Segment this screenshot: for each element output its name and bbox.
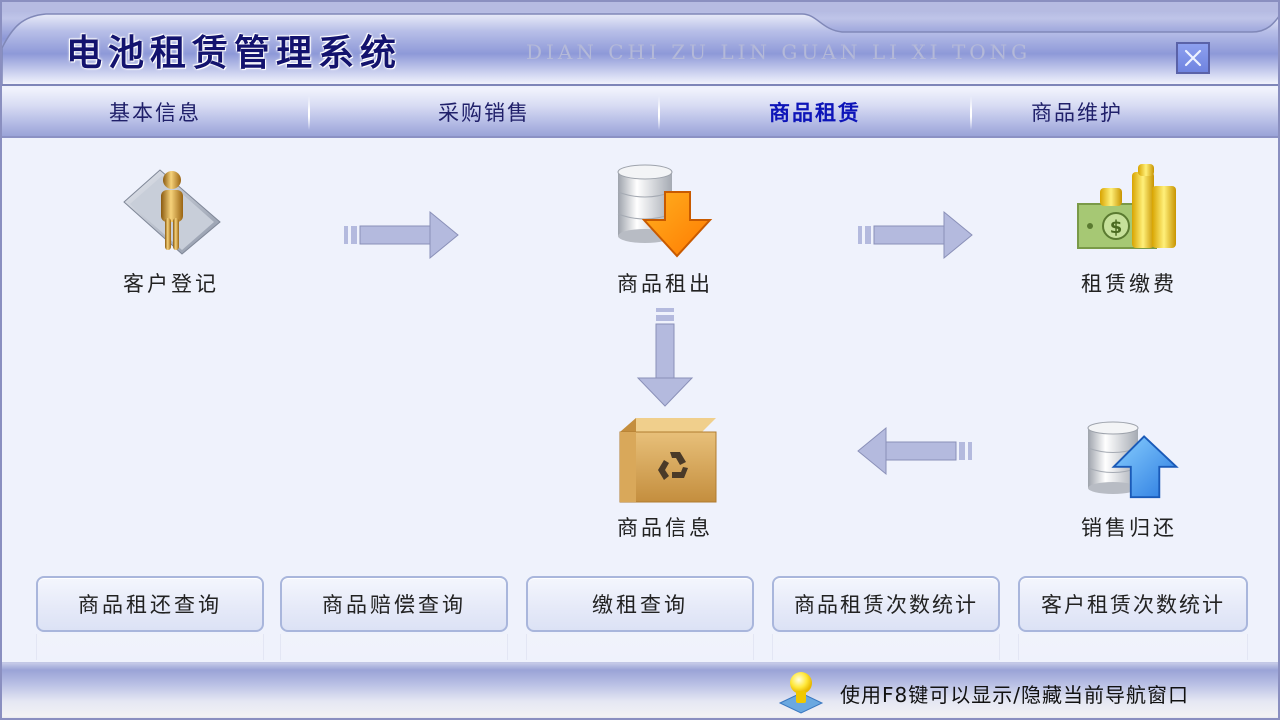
button-reflection <box>526 634 754 660</box>
svg-text:$: $ <box>1110 217 1123 238</box>
app-title: 电池租赁管理系统 <box>66 33 403 74</box>
nav-tab-basic-info[interactable]: 基本信息 <box>2 88 308 136</box>
flow-node-label: 租赁缴费 <box>1081 272 1177 296</box>
money-coins-icon: $ <box>1074 162 1184 262</box>
recycle-box-icon <box>610 406 720 506</box>
flow-node-product-rent-out[interactable]: 商品租出 <box>610 162 720 298</box>
nav-tab-purchase-sales[interactable]: 采购销售 <box>310 88 658 136</box>
status-bar: 使用F8键可以显示/隐藏当前导航窗口 <box>2 662 1278 718</box>
nav-tab-label: 采购销售 <box>438 101 530 125</box>
database-upload-icon <box>1074 406 1184 506</box>
nav-tab-label: 基本信息 <box>109 101 201 125</box>
customer-person-icon <box>116 162 226 262</box>
flow-node-label: 销售归还 <box>1081 516 1177 540</box>
flow-arrow-right <box>858 210 973 260</box>
compensation-query-button[interactable]: 商品赔偿查询 <box>280 576 508 632</box>
title-bar-top-band <box>2 2 1278 12</box>
button-reflection <box>772 634 1000 660</box>
flow-arrow-right <box>344 210 459 260</box>
database-download-icon <box>610 162 720 262</box>
nav-separator <box>308 96 310 130</box>
flow-node-product-info[interactable]: 商品信息 <box>610 406 720 542</box>
button-label: 商品赔偿查询 <box>322 593 466 617</box>
nav-tab-product-maintenance[interactable]: 商品维护 <box>972 88 1182 136</box>
nav-tab-product-rental[interactable]: 商品租赁 <box>660 88 970 136</box>
nav-tab-label: 商品租赁 <box>769 101 861 125</box>
button-label: 商品租赁次数统计 <box>794 593 978 617</box>
main-nav: 基本信息 采购销售 商品租赁 商品维护 <box>2 88 1278 138</box>
button-reflection <box>36 634 264 660</box>
flow-node-label: 商品信息 <box>617 516 713 540</box>
button-label: 缴租查询 <box>592 593 688 617</box>
flow-arrow-left <box>857 426 972 476</box>
flow-node-customer-register[interactable]: 客户登记 <box>116 162 226 298</box>
nav-tab-label: 商品维护 <box>1031 101 1123 125</box>
button-reflection <box>280 634 508 660</box>
rental-return-query-button[interactable]: 商品租还查询 <box>36 576 264 632</box>
close-button[interactable] <box>1176 42 1210 74</box>
button-reflection <box>1018 634 1248 660</box>
button-label: 客户租赁次数统计 <box>1041 593 1225 617</box>
flow-node-label: 商品租出 <box>617 272 713 296</box>
title-bar: 电池租赁管理系统 DIAN CHI ZU LIN GUAN LI XI TONG <box>2 2 1278 86</box>
f8-hint-text: 使用F8键可以显示/隐藏当前导航窗口 <box>840 683 1189 707</box>
flow-node-rental-payment[interactable]: $ 租赁缴费 <box>1074 162 1184 298</box>
nav-separator <box>658 96 660 130</box>
title-bar-tab-shape <box>2 13 1278 84</box>
close-icon <box>1184 49 1202 67</box>
customer-rental-count-button[interactable]: 客户租赁次数统计 <box>1018 576 1248 632</box>
flow-node-label: 客户登记 <box>123 272 219 296</box>
nav-separator <box>970 96 972 130</box>
app-subtitle: DIAN CHI ZU LIN GUAN LI XI TONG <box>526 40 1032 64</box>
flow-arrow-down <box>636 308 694 407</box>
product-rental-count-button[interactable]: 商品租赁次数统计 <box>772 576 1000 632</box>
button-label: 商品租还查询 <box>78 593 222 617</box>
rent-payment-query-button[interactable]: 缴租查询 <box>526 576 754 632</box>
lightbulb-icon <box>778 672 824 714</box>
flow-node-sales-return[interactable]: 销售归还 <box>1074 406 1184 542</box>
